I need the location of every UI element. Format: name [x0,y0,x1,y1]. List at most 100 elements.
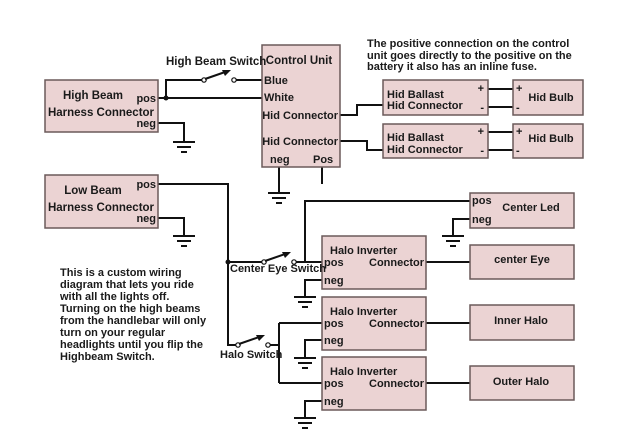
neg-terminal-label: neg [472,214,492,226]
halo-inverter-3: Halo Inverter pos Connector neg [321,356,427,411]
wire-halo-trunk [227,262,238,346]
wire-low-beam-pos [158,183,264,263]
wire-halo1-neg [304,279,322,297]
wire-halo3-neg [304,400,322,418]
component-label: Halo Inverter [330,306,398,318]
pos-terminal-label: pos [136,93,156,105]
junction-low-beam [225,259,231,265]
neg-terminal-label: neg [324,396,344,408]
ground-icon [293,296,317,308]
connector-terminal-label: Connector [369,318,425,330]
inner-halo-light: Inner Halo [469,304,575,341]
switch-arrow-icon [222,70,231,76]
halo-switch[interactable] [235,335,271,348]
neg-terminal-label: neg [324,335,344,347]
ground-icon [172,141,196,153]
wire-hid-2 [340,140,383,151]
minus-terminal-label: - [480,102,484,114]
note-line: Highbeam Switch. [60,351,155,363]
high-beam-switch[interactable] [201,70,237,83]
component-label: Hid Connector [387,144,463,156]
minus-terminal-label: - [516,102,520,114]
white-terminal-label: White [264,92,294,104]
wire-halo-split [278,322,322,384]
plus-terminal-label: + [478,83,484,95]
center-led: pos neg Center Led [469,192,575,229]
wire-hid-1 [340,104,383,116]
switch-arrow-icon [282,252,291,258]
center-eye-switch[interactable] [261,252,297,265]
component-label: Harness Connector [48,107,155,119]
outer-halo-light: Outer Halo [469,365,575,401]
component-label: Halo Inverter [330,245,398,257]
wire-high-beam-switch-in [165,79,203,98]
junction-high-beam [163,95,169,101]
hid-connector-1-label: Hid Connector [262,110,338,122]
component-label: Outer Halo [493,376,550,388]
note-line: This is a custom wiring [60,267,182,279]
component-label: Center Led [502,202,559,214]
neg-terminal-label: neg [270,154,290,166]
note-line: unit goes directly to the positive on th… [367,50,572,62]
minus-terminal-label: - [516,145,520,157]
plus-terminal-label: + [478,126,484,138]
switch-terminal [265,342,271,348]
note-line: The positive connection on the control [367,38,569,50]
wire-center-led-pos [304,200,470,262]
ground-icon [267,192,291,204]
component-label: High Beam [63,90,123,102]
halo-inverter-1: Halo Inverter pos Connector neg [321,235,427,290]
connector-terminal-label: Connector [369,257,425,269]
minus-terminal-label: - [480,145,484,157]
connector-terminal-label: Connector [369,378,425,390]
component-label: Control Unit [266,55,333,67]
ground-icon [293,417,317,429]
neg-terminal-label: neg [324,275,344,287]
note-line: with all the lights off. [59,291,169,303]
blue-terminal-label: Blue [264,75,288,87]
hid-bulb-1: + - Hid Bulb [512,79,584,116]
center-eye-light: center Eye [469,244,575,280]
plus-terminal-label: + [516,83,522,95]
wire-center-led-neg [452,218,470,236]
ground-icon [293,357,317,369]
plus-terminal-label: + [516,126,522,138]
switch-terminal [291,259,297,265]
hid-ballast-2: Hid Ballast Hid Connector + - [382,123,489,159]
component-label: center Eye [494,254,550,266]
pos-terminal-label: pos [324,257,344,269]
control-unit: Control Unit Blue White Hid Connector Hi… [261,44,341,168]
pos-terminal-label: pos [472,195,492,207]
high-beam-switch-label: High Beam Switch [166,56,266,68]
wires [158,79,513,418]
hid-connector-2-label: Hid Connector [262,136,338,148]
pos-terminal-label: pos [324,378,344,390]
pos-terminal-label: Pos [313,154,333,166]
high-beam-harness-connector: High Beam Harness Connector pos neg [44,79,159,133]
ground-icon [172,235,196,247]
switch-arrow-icon [256,335,265,341]
wire-high-beam-neg [158,122,185,142]
note-line: Turning on the high beams [60,303,200,315]
note-battery-connection: The positive connection on the control u… [367,38,572,73]
switch-terminal [231,77,237,83]
hid-bulb-2: + - Hid Bulb [512,123,584,159]
halo-inverter-2: Halo Inverter pos Connector neg [321,296,427,351]
wire-low-beam-neg [158,217,185,236]
pos-terminal-label: pos [136,179,156,191]
component-label: Low Beam [64,185,122,197]
note-line: turn on your regular [60,327,166,339]
ground-icon [441,235,465,247]
component-label: Hid Ballast [387,89,444,101]
pos-terminal-label: pos [324,318,344,330]
note-description: This is a custom wiring diagram that let… [59,267,207,363]
neg-terminal-label: neg [136,213,156,225]
note-line: diagram that lets you ride [60,279,194,291]
component-label: Inner Halo [494,315,548,327]
center-eye-switch-label: Center Eye Switch [230,263,326,275]
low-beam-harness-connector: Low Beam Harness Connector pos neg [44,174,159,229]
neg-terminal-label: neg [136,118,156,130]
note-line: headlights until you flip the [60,339,203,351]
note-line: battery it also has an inline fuse. [367,61,537,73]
